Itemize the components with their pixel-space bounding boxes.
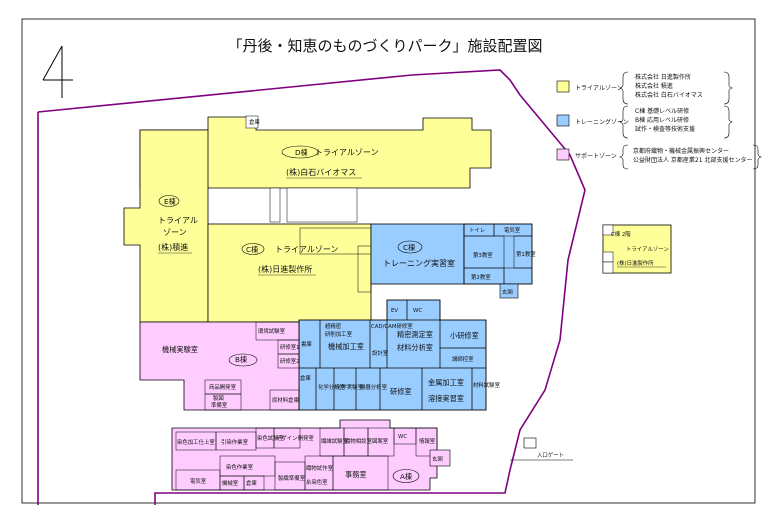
legend-swatch-trial <box>556 80 570 93</box>
legend-training-2: B棟 応用レベル研修 <box>635 116 689 124</box>
room-wc-a: WC <box>398 434 407 440</box>
building-d <box>139 116 492 189</box>
room-elec2: 電気室 <box>190 477 207 485</box>
c-training-room: トレーニング実習室 <box>383 258 455 268</box>
room-lecturer: 講師控室 <box>452 355 474 363</box>
room-precise1: 精密測定室 <box>397 330 433 339</box>
room-wc-b: WC <box>413 308 422 314</box>
building-c-trial-zone: トライアルゾーン <box>275 245 339 254</box>
entry-gate-label: 入口ゲート <box>537 451 564 459</box>
legend-swatch-support <box>556 148 570 161</box>
building-c-training-name: C棟 <box>403 243 415 252</box>
legend-tenant-3: 株式会社 白石バイオマス <box>635 91 703 99</box>
room-chem-exp: 化学実験室 <box>336 383 364 391</box>
room-inst-anal: 機器分析室 <box>360 383 388 391</box>
room-machine-exp: 機械実験室 <box>162 345 198 354</box>
room-mech-proc: 機械加工室 <box>328 342 364 351</box>
room-machine: 機械室 <box>222 479 239 487</box>
building-b-name: B棟 <box>235 355 247 364</box>
building-e-name: E棟 <box>164 197 176 206</box>
building-e-tenant: (株)積進 <box>158 242 188 252</box>
room-mat: 原材料倉庫 <box>272 396 300 404</box>
room-material-test: 材料試験室 <box>473 381 501 389</box>
room-dye-work: 染色加工仕上室 <box>177 438 215 446</box>
legend-training-1: C棟 基礎レベル研修 <box>635 107 689 115</box>
room-dye-prep: 染色作業室 <box>226 463 254 471</box>
legend-training-3: 試作・検査等技術支援 <box>635 125 695 133</box>
room-comp-proc1: 超精密 <box>325 322 342 330</box>
building-d-zone: トライアルゾーン <box>315 148 379 157</box>
room-rm1: 研修室1 <box>280 343 300 351</box>
legend-zone-training: トレーニングゾーン <box>575 118 629 126</box>
building-a-name: A棟 <box>400 472 412 481</box>
room-elec: 電気室 <box>504 226 521 234</box>
room-yarn: 糸染色室 <box>306 478 328 486</box>
building-e <box>123 129 209 323</box>
room-library: 書庫 <box>301 340 312 348</box>
c-floor2-tenant: (株)日進製作所 <box>617 259 654 267</box>
legend-zone-support: サポートゾーン <box>575 152 617 160</box>
room-lab2: 第2教室 <box>471 273 491 281</box>
legend-swatch-training <box>556 114 570 127</box>
room-training: 研修室 <box>390 387 412 396</box>
room-entrance-c: 玄関 <box>502 288 513 296</box>
room-lab1: 第1教室 <box>516 250 536 258</box>
room-dye-exp: 染色試験室 <box>257 434 285 442</box>
legend-tenant-2: 株式会社 積進 <box>635 82 673 90</box>
room-info: 情報室 <box>419 437 436 445</box>
building-c-trial-name: C棟 <box>246 245 258 254</box>
building-e-zone1: トライアル <box>158 216 198 225</box>
c-floor2-inset: C棟 2階 トライアルゾーン (株)日進製作所 <box>602 224 672 274</box>
page-frame <box>21 18 756 504</box>
room-cad-cam: CAD/CAM研修室 <box>371 322 413 330</box>
page-title: 「丹後・知恵のものづくりパーク」施設配置図 <box>227 37 542 55</box>
building-c-trial-tenant: (株)日進製作所 <box>258 264 312 274</box>
room-weld: 溶接実習室 <box>428 394 464 403</box>
room-office: 事務室 <box>345 470 367 479</box>
room-comp-proc2: 研削加工室 <box>325 330 353 338</box>
room-fabric-test: 繊維試験室 <box>321 437 349 445</box>
site-boundary <box>37 69 586 505</box>
building-e-zone2: ゾーン <box>163 228 187 237</box>
legend-tenant-1: 株式会社 日進製作所 <box>635 73 691 81</box>
room-toilet: トイレ <box>469 228 485 234</box>
room-metal: 金属加工室 <box>428 378 464 387</box>
room-prep2: 準備室 <box>211 401 228 409</box>
room-entrance-hall: 玄関 <box>432 455 443 463</box>
building-d-tenant: (株)白石バイオマス <box>286 167 356 177</box>
room-jacquard: 図案室 <box>372 437 389 445</box>
room-textile-anal: 織物相談室 <box>345 437 373 445</box>
building-c-trial <box>207 223 372 323</box>
room-design-room: デザイン開発室 <box>276 434 314 442</box>
room-lab3: 第3教室 <box>473 251 493 259</box>
room-sample: 商品開発室 <box>209 383 237 391</box>
c-floor2-title: C棟 2階 <box>611 230 631 238</box>
room-indigo: 引染作業室 <box>221 438 249 446</box>
room-cloth: 織物試作室 <box>306 464 334 472</box>
legend-support-2: 公益財団法人 京都産業21 北部支援センター <box>633 156 752 164</box>
north-symbol <box>42 45 73 98</box>
c-floor2-zone: トライアルゾーン <box>626 246 669 253</box>
room-storage-small: 倉庫 <box>300 374 311 382</box>
entry-gate: 入口ゲート <box>510 437 573 461</box>
room-ev-b: EV <box>391 308 398 314</box>
legend: トライアルゾーン 株式会社 日進製作所 株式会社 積進 株式会社 白石バイオマス… <box>556 71 762 170</box>
d-storage-label: 倉庫 <box>249 118 260 126</box>
room-seminar: 小研修室 <box>450 331 479 340</box>
legend-support-1: 京都府織物・機械金属振興センター <box>633 147 729 155</box>
building-c-training <box>370 223 465 285</box>
room-precise2: 材料分析室 <box>397 343 433 352</box>
room-design: 設計室 <box>372 349 389 357</box>
building-d-name: D棟 <box>295 148 308 157</box>
room-store2: 倉庫 <box>246 479 257 487</box>
room-chem-anal: 化学分析室 <box>318 383 346 391</box>
room-fab: 製織準備室 <box>278 474 306 482</box>
legend-zone-trial: トライアルゾーン <box>575 85 623 92</box>
room-env-test: 環境試験室 <box>258 327 286 335</box>
c-east-block: トイレ 電気室 第3教室 第1教室 第2教室 玄関 <box>463 223 536 299</box>
room-prep1: 製図 <box>213 394 224 402</box>
room-rm2: 研修室2 <box>280 357 300 365</box>
